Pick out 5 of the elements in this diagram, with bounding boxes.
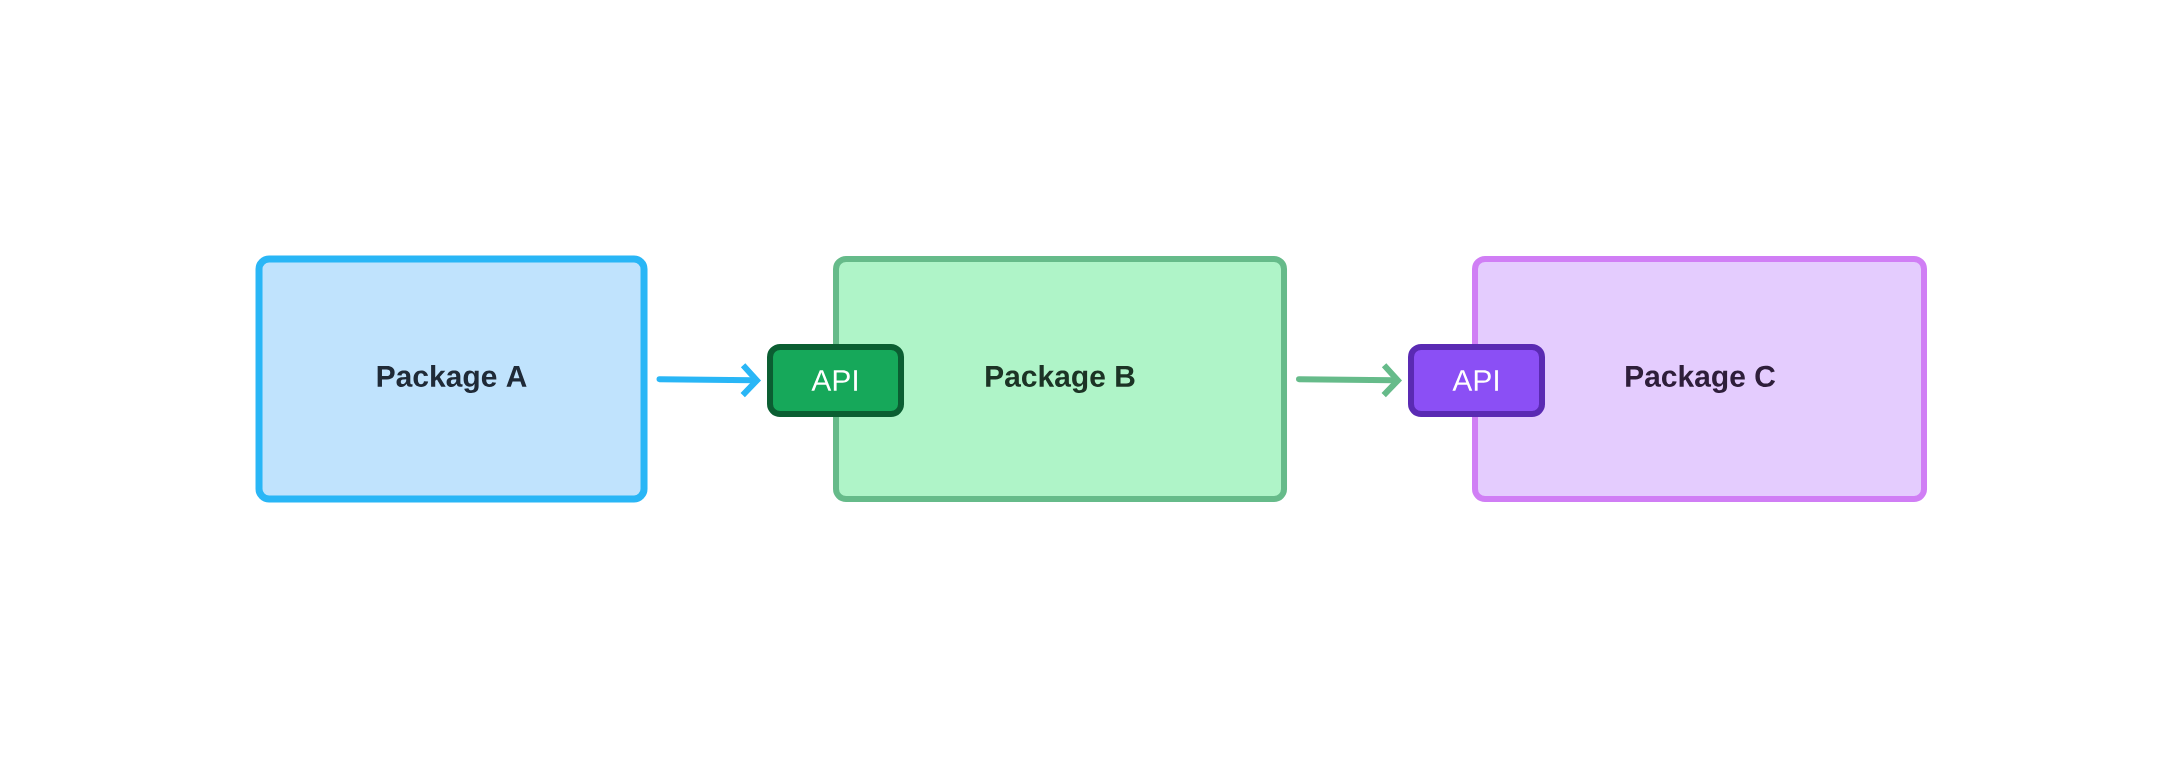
arrow (1296, 363, 1402, 398)
arrow (656, 363, 761, 398)
api-box: API (1408, 344, 1545, 417)
package-box: Package A (255, 255, 648, 503)
api-box: API (767, 344, 904, 417)
